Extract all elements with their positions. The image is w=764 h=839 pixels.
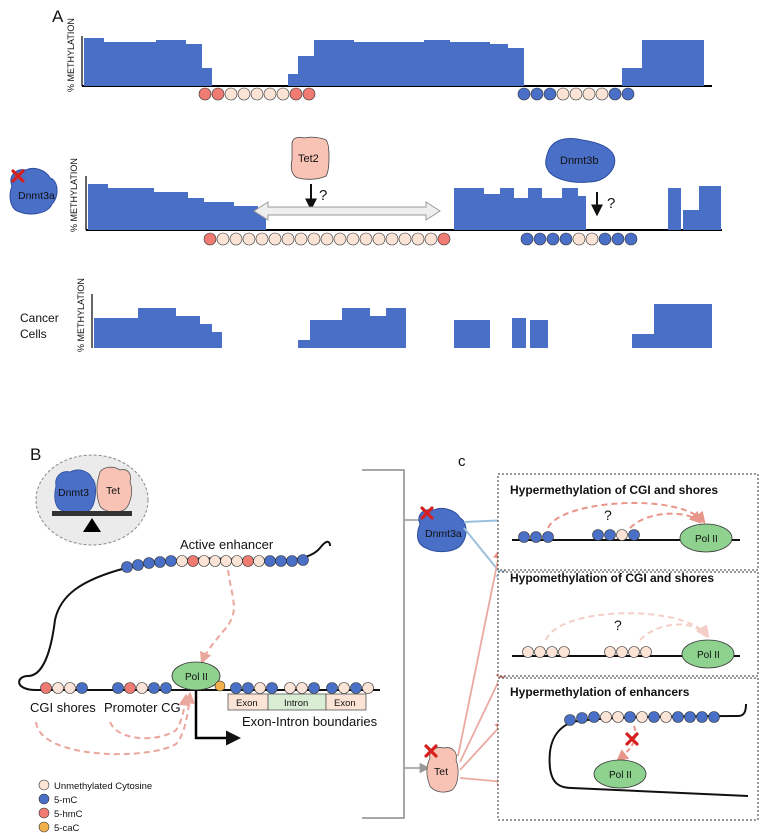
box2-arrow-2 [639, 623, 708, 641]
cross-icon [625, 732, 639, 746]
legend-swatch-5hmc [38, 807, 50, 819]
track-1-ylabel: % METHYLATION [66, 18, 76, 92]
cancer-label-line2: Cells [20, 327, 47, 341]
box1-arrow-2 [629, 510, 702, 529]
balance-beam [52, 511, 132, 516]
tet-to-box2-arrow [459, 668, 506, 763]
exon-1-label: Exon [236, 698, 258, 709]
cancer-label-line1: Cancer [20, 311, 59, 325]
cac-circle [214, 680, 226, 692]
pol2-node-b: Pol II [171, 661, 226, 692]
cross-icon [11, 169, 25, 183]
box1-question: ? [604, 507, 612, 523]
box3-strand [548, 721, 749, 797]
box3-pol2-label: Pol II [609, 770, 632, 781]
panel-c-label: c [458, 453, 466, 470]
dnmt3a-label: Dnmt3a [18, 190, 55, 202]
tet-label-c: Tet [434, 766, 448, 778]
methylation-track-2: % METHYLATION [69, 158, 722, 232]
dnmt3b-label: Dnmt3b [560, 155, 599, 167]
box3-title: Hypermethylation of enhancers [510, 685, 690, 699]
box-hypermethylation-cgi: Hypermethylation of CGI and shores Pol I… [497, 473, 759, 571]
track-3-ylabel: % METHYLATION [76, 278, 86, 352]
legend-label-5cac: 5-caC [54, 823, 79, 834]
promoter-to-pol2-arrow [109, 693, 191, 740]
promoter-cg-label: Promoter CG [104, 700, 181, 715]
bracket [362, 469, 405, 819]
legend-swatch-5cac [38, 821, 50, 833]
tet2-icon: Tet2 [290, 136, 330, 180]
balance-dnmt3-label: Dnmt3 [58, 487, 89, 499]
box2-question: ? [614, 617, 622, 633]
box2-pol2-label: Pol II [697, 650, 720, 661]
methylation-track-3: % METHYLATION [76, 278, 712, 352]
cross-icon [424, 744, 438, 758]
legend-swatch-5mc [38, 793, 50, 805]
balance-bubble: Dnmt3 Tet [35, 454, 149, 546]
box3-blocked-arrow [616, 725, 637, 762]
tet-knockout-icon-c: Tet [424, 744, 459, 793]
balance-tet-label: Tet [106, 485, 120, 497]
dnmt3b-question: ? [607, 195, 615, 212]
track-2-cpg-circles [203, 232, 638, 246]
box-hypermethylation-enhancers: Hypermethylation of enhancers Pol II [497, 677, 759, 821]
box2-arrow-1 [545, 612, 710, 641]
exon-intron-boxes: Exon Intron Exon [227, 693, 367, 711]
box-hypomethylation-cgi: Hypomethylation of CGI and shores Pol II… [497, 571, 759, 677]
dnmt3a-knockout-icon-c: Dnmt3a [417, 506, 467, 553]
tet2-label: Tet2 [298, 153, 319, 165]
cgi-shores-label: CGI shores [30, 700, 96, 715]
double-arrow [253, 201, 441, 221]
cgi-shore-circles [40, 682, 172, 694]
balance-fulcrum [83, 518, 101, 532]
dnmt3a-knockout-icon: Dnmt3a [9, 167, 58, 215]
shore-to-pol2-arrow [35, 691, 196, 756]
panel-b-label: B [30, 445, 41, 464]
exon-intron-boundaries-label: Exon-Intron boundaries [242, 714, 378, 729]
box1-pol2-label: Pol II [695, 534, 718, 545]
legend: Unmethylated Cytosine 5-mC 5-hmC 5-caC [38, 779, 152, 834]
enhancer-to-pol2-arrow [199, 569, 235, 665]
box2-title: Hypomethylation of CGI and shores [510, 571, 714, 585]
track-3-bars [94, 304, 712, 348]
tet-to-box1-arrow [457, 547, 504, 757]
track-1-bars [84, 38, 704, 86]
legend-label-5hmc: 5-hmC [54, 809, 83, 820]
track-1-cpg-circles [198, 87, 635, 101]
exon-2-label: Exon [334, 698, 356, 709]
track-2-ylabel: % METHYLATION [69, 158, 79, 232]
legend-swatch-unmethylated [38, 779, 50, 791]
active-enhancer-label: Active enhancer [180, 537, 274, 552]
gene-body-circles [230, 682, 374, 694]
enhancer-cpg-circles [121, 554, 309, 573]
methylation-track-1: % METHYLATION [66, 18, 712, 92]
dnmt3b-icon: Dnmt3b [545, 138, 616, 183]
cross-icon [420, 506, 434, 520]
tet2-question: ? [319, 187, 327, 204]
dnmt3a-to-box2-arrow [463, 527, 508, 582]
box1-title: Hypermethylation of CGI and shores [510, 483, 718, 497]
legend-label-unmethylated: Unmethylated Cytosine [54, 781, 152, 792]
dna-strand-b [18, 567, 380, 691]
intron-label: Intron [284, 698, 308, 709]
tss-arrow [194, 690, 241, 746]
pol2-label-b: Pol II [185, 672, 208, 683]
track-2-bars [88, 184, 721, 230]
tet-to-box3-arrow [459, 720, 506, 771]
legend-label-5mc: 5-mC [54, 795, 77, 806]
dnmt3a-label-c: Dnmt3a [425, 528, 462, 540]
panel-a-label: A [52, 7, 64, 26]
